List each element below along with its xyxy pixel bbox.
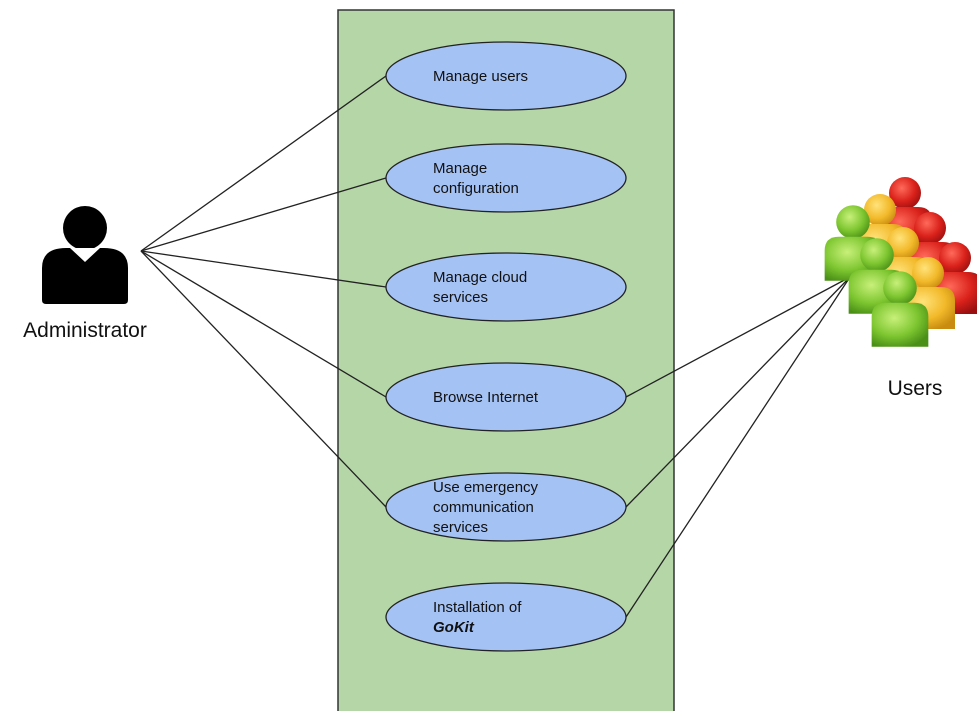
- use-case-label: communication: [433, 499, 534, 516]
- association-lines: [140, 75, 851, 618]
- association-line-administrator-manage-users: [140, 75, 387, 252]
- administrator-label: Administrator: [23, 319, 147, 342]
- association-line-administrator-use-emergency-communication-services: [140, 250, 387, 508]
- use-case-ellipse: [385, 41, 627, 111]
- association-line-users-installation-of-gokit: [625, 276, 851, 618]
- use-case-ellipse: [385, 582, 627, 652]
- use-case-label: services: [433, 519, 488, 536]
- association-line-users-use-emergency-communication-services: [625, 276, 851, 508]
- use-case-manage-users[interactable]: Manage users: [385, 41, 627, 111]
- use-case-ellipse: [385, 252, 627, 322]
- administrator-actor[interactable]: Administrator: [23, 206, 147, 342]
- association-line-administrator-manage-configuration: [140, 177, 387, 252]
- use-case-label: Manage: [433, 160, 487, 177]
- person-icon: [42, 206, 128, 304]
- use-case-ellipse: [385, 362, 627, 432]
- use-case-manage-configuration[interactable]: Manage configuration: [385, 143, 627, 213]
- use-case-label: GoKit: [433, 619, 475, 636]
- users-actor[interactable]: Users: [824, 177, 977, 400]
- use-case-label: Manage users: [433, 68, 528, 85]
- use-case-label: Use emergency: [433, 479, 539, 496]
- use-case-ellipse: [385, 143, 627, 213]
- use-case-label: configuration: [433, 180, 519, 197]
- association-line-administrator-manage-cloud-services: [140, 250, 387, 288]
- use-case-label: Browse Internet: [433, 389, 539, 406]
- user-group-icon: [824, 177, 977, 347]
- association-line-users-browse-internet: [625, 276, 851, 398]
- use-case-label: Manage cloud: [433, 269, 527, 286]
- use-case-label: services: [433, 289, 488, 306]
- users-label: Users: [888, 377, 943, 400]
- use-case-ellipse: [385, 472, 627, 542]
- association-line-administrator-browse-internet: [140, 250, 387, 398]
- use-case-manage-cloud-services[interactable]: Manage cloud services: [385, 252, 627, 322]
- use-case-installation-of-gokit[interactable]: Installation of GoKit: [385, 582, 627, 652]
- use-case-label: Installation of: [433, 599, 522, 616]
- person-figure: [871, 271, 929, 347]
- use-case-browse-internet[interactable]: Browse Internet: [385, 362, 627, 432]
- use-case-use-emergency-communication-services[interactable]: Use emergency communication services: [385, 472, 627, 542]
